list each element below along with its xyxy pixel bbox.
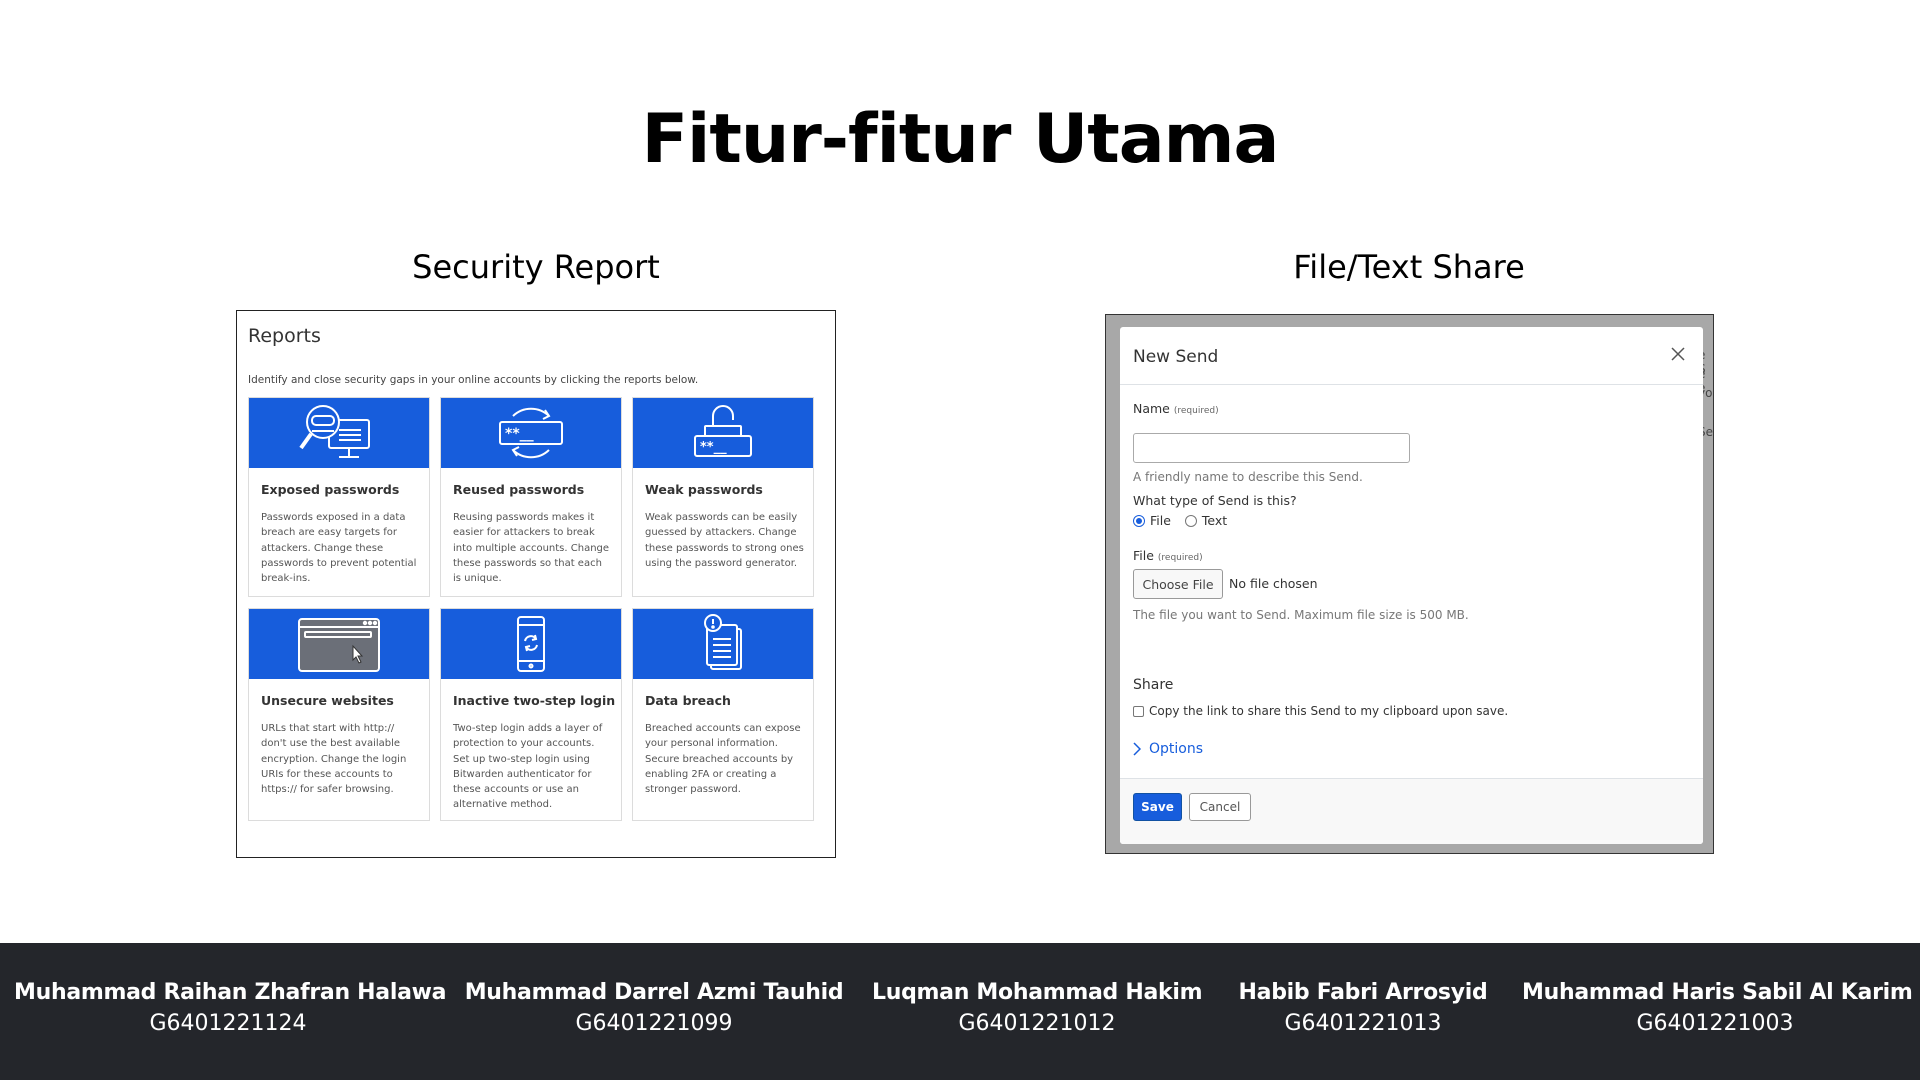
reports-screenshot: Reports Identify and close security gaps…: [236, 310, 836, 858]
radio-text-label: Text: [1201, 513, 1228, 528]
dialog-title: New Send: [1133, 347, 1219, 367]
member-id: G6401221099: [575, 1011, 733, 1036]
report-card-data-breach[interactable]: Data breach Breached accounts can expose…: [632, 608, 814, 821]
member-name: Habib Fabri Arrosyid: [1238, 980, 1488, 1005]
radio-text[interactable]: [1184, 514, 1197, 527]
team-member: Habib Fabri Arrosyid G6401221013: [1228, 980, 1498, 1036]
send-type-radio-group: File Text: [1133, 513, 1227, 528]
slide-title: Fitur-fitur Utama: [641, 100, 1280, 179]
file-text-share-label: File/Text Share: [1293, 248, 1525, 286]
card-description: Passwords exposed in a data breach are e…: [261, 512, 417, 585]
member-name: Muhammad Haris Sabil Al Karim: [1522, 980, 1913, 1005]
report-card-weak-passwords[interactable]: **__ Weak passwords Weak passwords can b…: [632, 397, 814, 597]
radio-file-label: File: [1150, 513, 1171, 528]
cancel-button[interactable]: Cancel: [1189, 793, 1251, 821]
team-member: Muhammad Darrel Azmi Tauhid G6401221099: [464, 980, 844, 1036]
dialog-header: New Send: [1120, 327, 1703, 385]
member-id: G6401221012: [958, 1011, 1116, 1036]
card-description: Reusing passwords makes it easier for at…: [453, 512, 610, 585]
member-name: Luqman Mohammad Hakim: [872, 980, 1203, 1005]
card-title: Data breach: [645, 693, 731, 708]
report-card-inactive-two-step-login[interactable]: Inactive two-step login Two-step login a…: [440, 608, 622, 821]
name-label: Name (required): [1133, 401, 1219, 416]
exposed-passwords-icon: [299, 405, 370, 458]
report-card-unsecure-websites[interactable]: Unsecure websites URLs that start with h…: [248, 608, 430, 821]
copy-link-option: Copy the link to share this Send to my c…: [1133, 704, 1508, 718]
team-member: Luqman Mohammad Hakim G6401221012: [872, 980, 1203, 1036]
member-id: G6401221124: [149, 1011, 307, 1036]
member-name: Muhammad Darrel Azmi Tauhid: [464, 980, 844, 1005]
file-hint: The file you want to Send. Maximum file …: [1133, 608, 1469, 622]
card-title: Weak passwords: [645, 482, 763, 497]
security-report-label: Security Report: [412, 248, 660, 286]
file-label: File (required): [1133, 548, 1203, 563]
choose-file-button[interactable]: Choose File: [1133, 569, 1223, 599]
no-file-text: No file chosen: [1229, 576, 1318, 591]
unsecure-websites-icon: [298, 618, 380, 672]
options-toggle[interactable]: Options: [1133, 741, 1203, 757]
reports-subtitle: Identify and close security gaps in your…: [248, 374, 699, 386]
weak-passwords-icon: **__: [694, 405, 752, 457]
svg-text:**__: **__: [505, 426, 534, 442]
team-member: Muhammad Raihan Zhafran Halawa G64012211…: [14, 980, 447, 1036]
share-label: Share: [1133, 677, 1174, 693]
new-send-dialog: New Send Name (required) A friendly name…: [1120, 327, 1703, 844]
send-type-label: What type of Send is this?: [1133, 493, 1297, 508]
report-card-exposed-passwords[interactable]: Exposed passwords Passwords exposed in a…: [248, 397, 430, 597]
member-id: G6401221013: [1284, 1011, 1442, 1036]
chevron-right-icon: [1133, 742, 1141, 756]
card-title: Reused passwords: [453, 482, 585, 497]
two-step-login-icon: [517, 616, 545, 672]
name-hint: A friendly name to describe this Send.: [1133, 470, 1363, 484]
name-input[interactable]: [1133, 433, 1410, 463]
team-footer: Muhammad Raihan Zhafran Halawa G64012211…: [0, 943, 1920, 1080]
reports-title: Reports: [248, 325, 321, 347]
copy-link-checkbox[interactable]: [1133, 705, 1144, 717]
data-breach-icon: [704, 614, 742, 670]
dialog-footer: Save Cancel: [1120, 778, 1703, 844]
close-icon[interactable]: [1667, 343, 1689, 365]
card-description: Two-step login adds a layer of protectio…: [453, 723, 603, 811]
options-label: Options: [1149, 741, 1204, 757]
team-member: Muhammad Haris Sabil Al Karim G640122100…: [1522, 980, 1913, 1036]
member-name: Muhammad Raihan Zhafran Halawa: [14, 980, 447, 1005]
save-button[interactable]: Save: [1133, 793, 1182, 821]
card-description: URLs that start with http:// don't use t…: [261, 723, 407, 796]
card-title: Exposed passwords: [261, 482, 400, 497]
reused-passwords-icon: **__: [499, 407, 563, 459]
radio-file[interactable]: [1133, 514, 1145, 527]
card-title: Inactive two-step login: [453, 693, 616, 708]
card-description: Weak passwords can be easily guessed by …: [645, 512, 804, 569]
report-card-reused-passwords[interactable]: **__ Reused passwords Reusing passwords …: [440, 397, 622, 597]
card-description: Breached accounts can expose your person…: [645, 723, 801, 796]
member-id: G6401221003: [1636, 1011, 1794, 1036]
svg-text:**__: **__: [700, 440, 727, 455]
copy-link-label: Copy the link to share this Send to my c…: [1149, 704, 1509, 718]
card-title: Unsecure websites: [261, 693, 394, 708]
new-send-screenshot: e S e e yo Se New Send Name (required) A…: [1105, 314, 1714, 854]
